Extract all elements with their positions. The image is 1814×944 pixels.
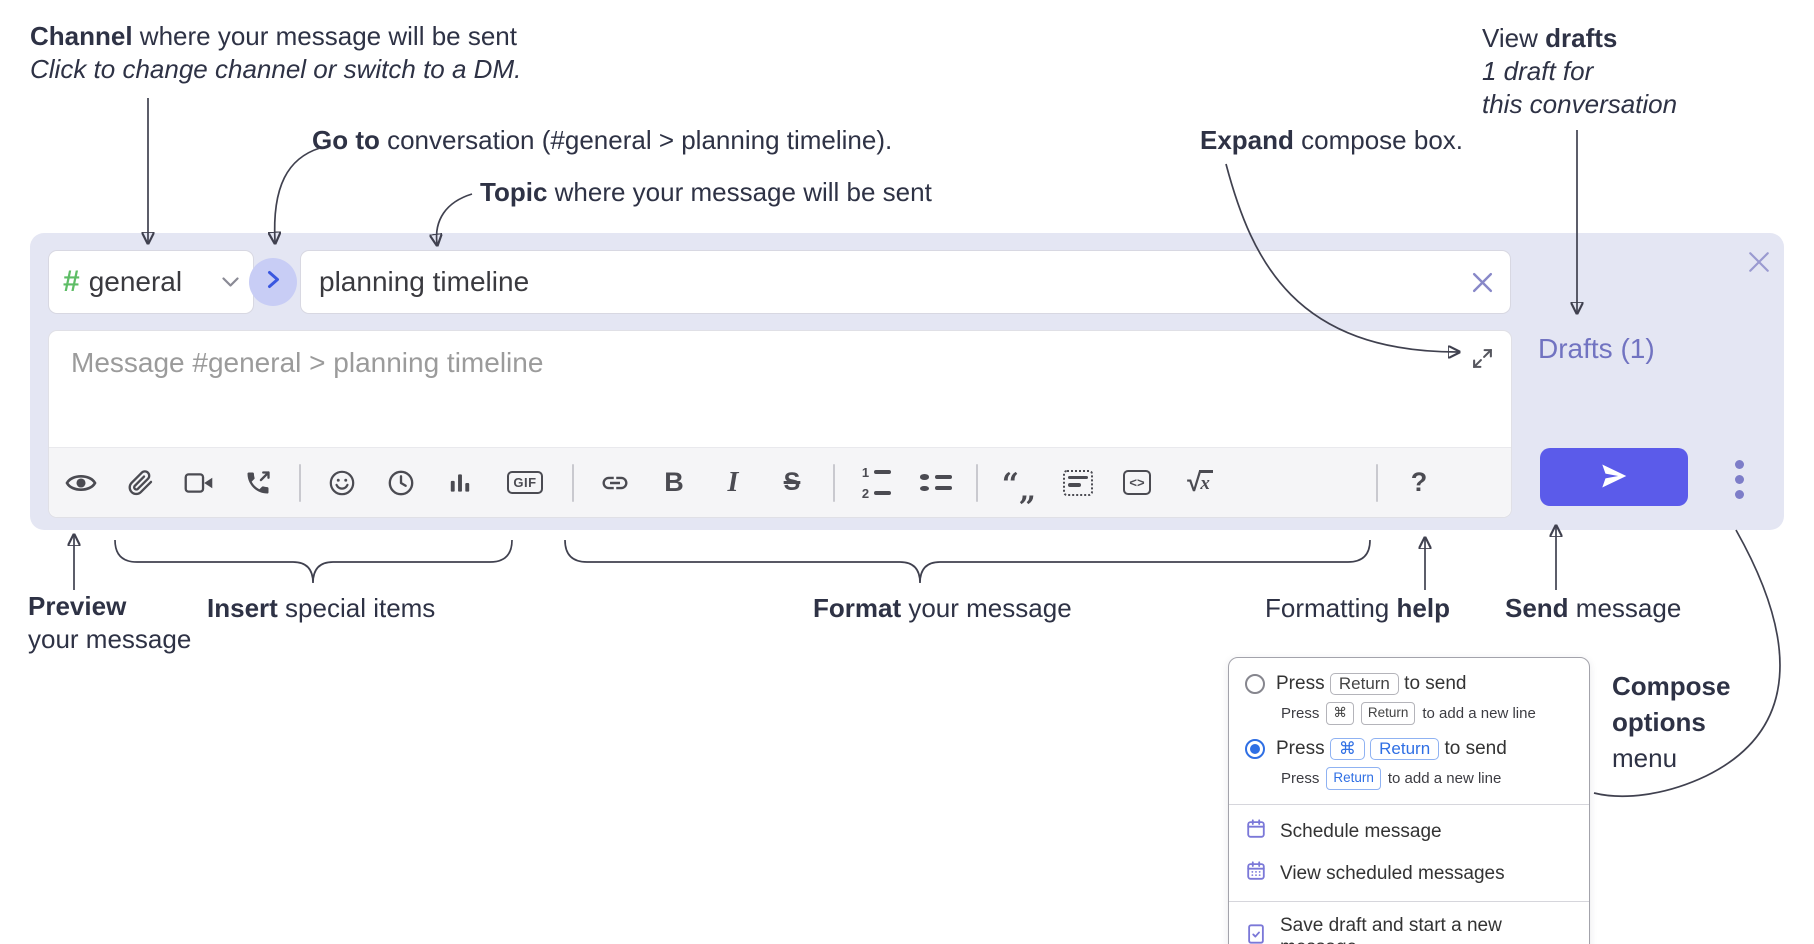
calendar-grid-icon <box>1245 860 1267 888</box>
expand-compose-icon[interactable] <box>1469 345 1495 371</box>
numbered-list-icon[interactable]: 1 2 <box>858 462 894 504</box>
compose-options-annotation: Compose options menu <box>1612 671 1731 773</box>
goto-arrow <box>275 147 321 242</box>
return-key: Return <box>1326 767 1381 790</box>
calendar-icon <box>1245 818 1267 846</box>
formatting-help-icon[interactable]: ? <box>1410 467 1428 497</box>
channel-hash-icon: # <box>63 265 80 298</box>
gif-icon[interactable]: GIF <box>501 462 549 504</box>
drafts-link[interactable]: Drafts (1) <box>1538 333 1655 364</box>
quote-icon[interactable]: “ „ <box>1001 466 1037 508</box>
toolbar-divider <box>1376 463 1378 502</box>
return-key: Return <box>1329 673 1399 695</box>
enter-sends-option[interactable]: Press Return to send <box>1229 668 1589 700</box>
cmd-enter-sends-option[interactable]: Press ⌘ Return to send <box>1229 733 1589 765</box>
emoji-icon[interactable] <box>324 462 360 504</box>
cmd-key: ⌘ <box>1326 702 1354 725</box>
channel-annotation-bold: Channel <box>30 21 133 51</box>
return-key: Return <box>1360 702 1416 725</box>
compose-options-kebab-icon[interactable] <box>1718 451 1760 507</box>
preview-annotation: Preview your message <box>28 591 192 654</box>
compose-box: # general <box>30 233 1784 530</box>
formatting-help-annotation: Formatting help <box>1265 593 1450 623</box>
time-icon[interactable] <box>383 462 419 504</box>
insert-annotation: Insert special items <box>207 593 436 623</box>
link-icon[interactable] <box>597 462 633 504</box>
format-brace <box>564 539 1371 584</box>
toolbar-divider <box>572 463 574 502</box>
channel-selector-button[interactable]: # general <box>48 250 254 314</box>
spoiler-icon[interactable] <box>1060 462 1096 504</box>
go-to-conversation-button[interactable] <box>249 258 297 306</box>
message-box: GIF B I S 1 2 <box>48 330 1512 518</box>
radio-unselected-icon[interactable] <box>1245 674 1265 694</box>
channel-annotation: Channel where your message will be sent … <box>30 21 522 84</box>
expand-annotation: Expand compose box. <box>1200 125 1464 155</box>
menu-divider <box>1229 804 1589 805</box>
format-annotation: Format your message <box>813 593 1072 623</box>
close-compose-icon[interactable] <box>1744 247 1774 277</box>
channel-annotation-line2: Click to change channel or switch to a D… <box>30 54 522 84</box>
view-scheduled-messages-item[interactable]: View scheduled messages <box>1229 853 1589 895</box>
return-key: Return <box>1370 738 1440 760</box>
draft-check-icon <box>1245 923 1267 944</box>
cmd-enter-sends-subtext: Press Return to add a new line <box>1229 765 1589 798</box>
menu-divider <box>1229 901 1589 902</box>
drafts-annotation: View drafts 1 draft for this conversatio… <box>1482 23 1678 119</box>
toolbar-divider <box>976 463 978 502</box>
send-plane-icon <box>1598 460 1630 495</box>
math-icon[interactable]: √ x <box>1178 462 1222 504</box>
voice-call-icon[interactable] <box>240 462 276 504</box>
topic-input[interactable] <box>300 250 1511 314</box>
schedule-message-item[interactable]: Schedule message <box>1229 811 1589 853</box>
message-input[interactable] <box>49 331 1511 441</box>
toolbar-divider <box>833 463 835 502</box>
goto-annotation: Go to conversation (#general > planning … <box>312 125 893 155</box>
bulleted-list-icon[interactable] <box>917 462 953 504</box>
insert-brace <box>114 539 513 584</box>
compose-toolbar: GIF B I S 1 2 <box>49 447 1511 517</box>
video-call-icon[interactable] <box>181 462 217 504</box>
channel-name: general <box>88 266 183 297</box>
chevron-right-icon <box>267 270 280 294</box>
preview-eye-icon[interactable] <box>63 462 99 504</box>
poll-icon[interactable] <box>442 462 478 504</box>
cmd-key: ⌘ <box>1329 738 1365 760</box>
attach-paperclip-icon[interactable] <box>122 462 158 504</box>
chevron-down-icon <box>222 276 239 288</box>
radio-selected-icon[interactable] <box>1245 739 1265 759</box>
save-draft-item[interactable]: Save draft and start a new message <box>1229 908 1589 944</box>
italic-icon[interactable]: I <box>727 466 739 498</box>
clear-topic-icon[interactable] <box>1467 267 1497 297</box>
enter-sends-subtext: Press ⌘ Return to add a new line <box>1229 700 1589 733</box>
toolbar-divider <box>299 463 301 502</box>
compose-options-menu: Press Return to send Press ⌘ Return to a… <box>1228 657 1590 944</box>
strikethrough-icon[interactable]: S <box>783 468 801 496</box>
code-icon[interactable]: <> <box>1119 462 1155 504</box>
send-annotation: Send message <box>1505 593 1682 623</box>
send-button[interactable] <box>1540 448 1688 506</box>
bold-icon[interactable]: B <box>664 467 684 497</box>
topic-field-wrapper <box>300 250 1511 314</box>
topic-annotation: Topic where your message will be sent <box>480 177 932 207</box>
